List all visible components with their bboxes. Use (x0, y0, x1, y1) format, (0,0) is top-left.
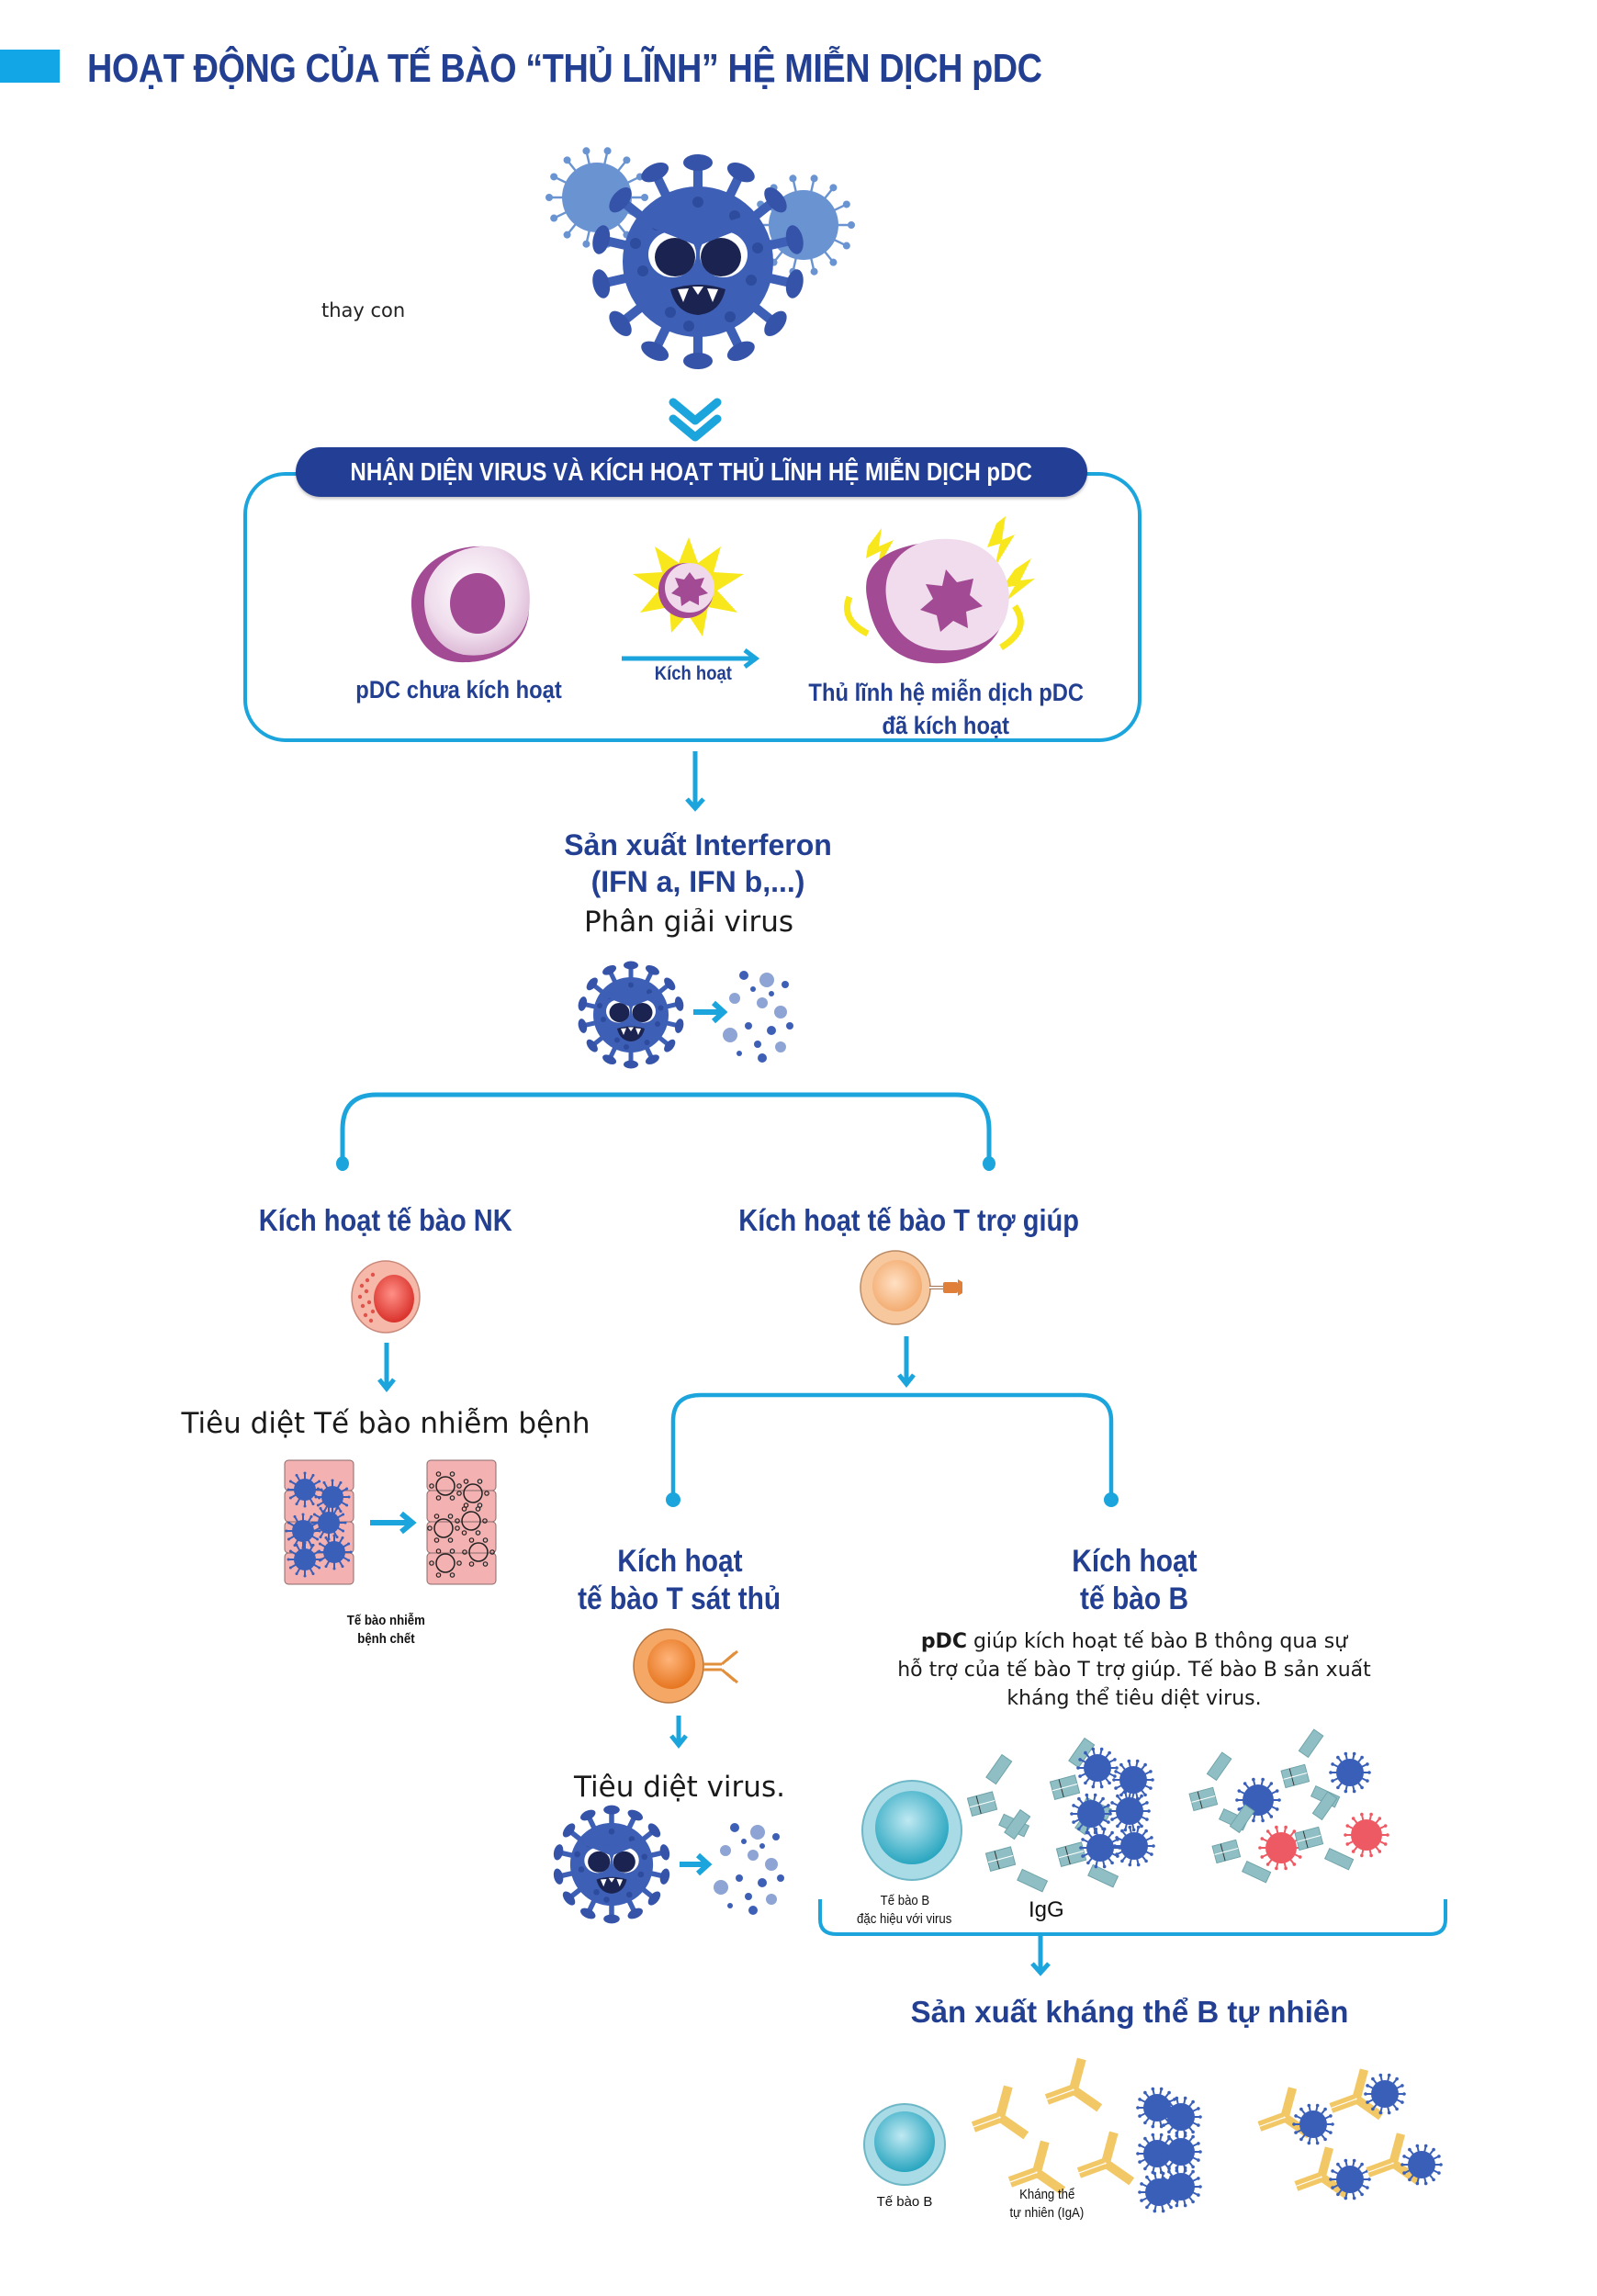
nk-heading: Kích hoạt tế bào NK (259, 1203, 512, 1237)
arrow-down-nk (377, 1343, 396, 1393)
branch-connector-2 (666, 1392, 1119, 1507)
natural-antibody-heading: Sản xuất kháng thể B tự nhiên (910, 1995, 1349, 2029)
angry-virus-icon (592, 154, 804, 369)
angry-virus-icon (553, 1805, 670, 1924)
b-cell-heading: Kích hoạt tế bào B (1071, 1544, 1198, 1616)
title-accent-bar (0, 50, 60, 83)
igg-label: IgG (1029, 1897, 1064, 1922)
nk-cell-icon (351, 1260, 421, 1334)
b-cell-description: pDC giúp kích hoạt tế bào B thông qua sự… (897, 1630, 1371, 1710)
interferon-subtitle: Phân giải virus (583, 906, 794, 939)
arrow-right-icon (370, 1511, 417, 1535)
activating-pdc-icon (633, 537, 744, 636)
double-chevron-down-icon (669, 398, 722, 442)
branch-connector-1 (336, 1092, 995, 1171)
arrow-down-t-helper (897, 1336, 916, 1389)
arrow-right-icon (693, 1000, 728, 1024)
t-helper-cell-icon (860, 1250, 962, 1325)
b-cell-icon (863, 2103, 946, 2186)
page-title: HOẠT ĐỘNG CỦA TẾ BÀO “THỦ LĨNH” HỆ MIỄN … (87, 46, 1042, 91)
b-cell-caption: Tế bào B (876, 2194, 933, 2210)
arrow-right-icon (680, 1852, 713, 1876)
iga-illustration (863, 2057, 1443, 2213)
bracket-connector (818, 1899, 1447, 1976)
t-helper-heading: Kích hoạt tế bào T trợ giúp (738, 1203, 1080, 1237)
virus-debris-icon (723, 971, 793, 1063)
pdc-activation-header-text: NHẬN DIỆN VIRUS VÀ KÍCH HOẠT THỦ LĨNH HỆ… (350, 457, 1033, 486)
t-killer-cell-icon (633, 1628, 738, 1704)
pdc-activation-header: NHẬN DIỆN VIRUS VÀ KÍCH HOẠT THỦ LĨNH HỆ… (296, 447, 1087, 497)
virus-lysis-illustration (578, 961, 793, 1069)
inactive-pdc-cell-icon (410, 546, 530, 663)
virus-kill-illustration (553, 1805, 784, 1924)
arrow-down-t-killer (669, 1716, 688, 1750)
t-killer-result: Tiêu diệt virus. (574, 1771, 785, 1804)
activated-pdc-cell-icon (844, 516, 1035, 664)
small-virus-left-icon (545, 147, 648, 248)
dead-cell-column (426, 1459, 497, 1585)
placeholder-note: thay con (321, 299, 406, 321)
specific-b-cell-icon (861, 1780, 962, 1881)
activated-pdc-label: Thủ lĩnh hệ miễn dịch pDC đã kích hoạt (808, 679, 1084, 739)
infected-cell-column (284, 1459, 354, 1585)
nk-result: Tiêu diệt Tế bào nhiễm bệnh (181, 1407, 590, 1440)
virus-debris-icon (714, 1823, 784, 1915)
inactive-pdc-label: pDC chưa kích hoạt (355, 676, 563, 703)
virus-cluster-icon (545, 147, 855, 369)
igg-illustration (861, 1728, 1389, 1893)
infected-cells-illustration (284, 1459, 497, 1585)
activation-arrow (622, 648, 760, 669)
arrow-down-interferon (685, 751, 705, 812)
interferon-title: Sản xuất Interferon (IFN a, IFN b,...) (564, 828, 832, 898)
t-killer-heading: Kích hoạt tế bào T sát thủ (578, 1544, 782, 1616)
activation-arrow-label: Kích hoạt (654, 663, 733, 684)
angry-virus-icon (578, 961, 684, 1069)
